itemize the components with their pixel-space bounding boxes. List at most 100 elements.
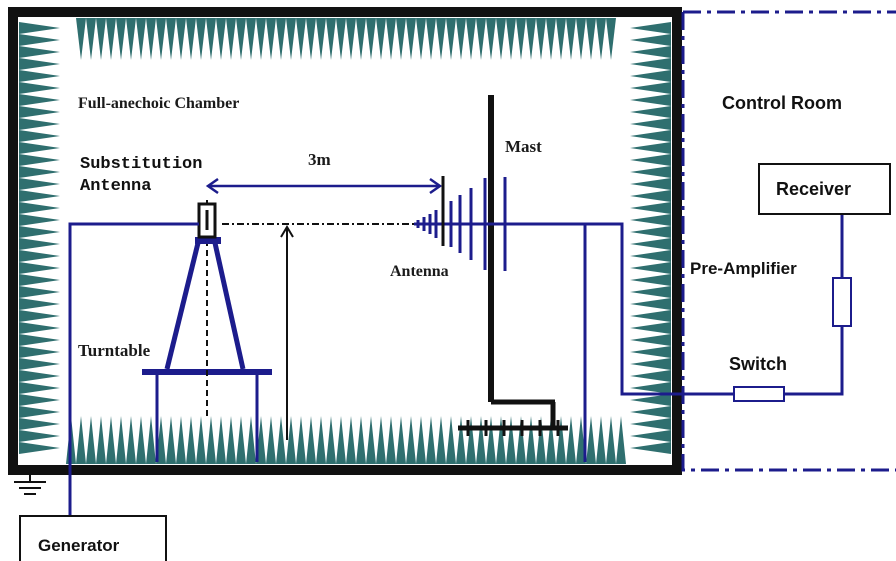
absorber-wedge: [19, 322, 60, 334]
absorber-wedge: [536, 18, 546, 60]
substitution-antenna-label-line2: Antenna: [80, 177, 151, 196]
chamber-label: Full-anechoic Chamber: [78, 95, 239, 112]
tripod-head: [195, 237, 221, 244]
absorber-wedge: [106, 416, 116, 464]
absorber-wedge: [206, 18, 216, 60]
absorber-wedge: [630, 142, 671, 154]
absorber-wedge: [476, 18, 486, 60]
absorber-wedge: [606, 416, 616, 464]
cable-antenna-to-switch: [507, 222, 734, 396]
absorber-wedge: [96, 416, 106, 464]
absorber-wedge: [466, 416, 476, 464]
absorber-wedge: [116, 18, 126, 60]
absorber-wedge: [576, 18, 586, 60]
absorber-wedge: [126, 18, 136, 60]
absorber-wedge: [326, 18, 336, 60]
absorber-wedge: [476, 416, 486, 464]
absorber-wedge: [630, 34, 671, 46]
absorber-wedge: [630, 358, 671, 370]
absorbers-bottom: [66, 416, 626, 464]
cables: [68, 214, 844, 516]
absorber-wedge: [19, 226, 60, 238]
absorber-wedge: [116, 416, 126, 464]
absorber-wedge: [136, 416, 146, 464]
absorber-wedge: [630, 382, 671, 394]
absorber-wedge: [566, 416, 576, 464]
generator-label: Generator: [38, 536, 120, 555]
absorber-wedge: [630, 94, 671, 106]
absorber-wedge: [630, 250, 671, 262]
absorber-wedge: [630, 154, 671, 166]
absorber-wedge: [630, 22, 671, 34]
absorber-wedge: [19, 394, 60, 406]
absorber-wedge: [136, 18, 146, 60]
absorber-wedge: [556, 18, 566, 60]
absorber-wedge: [630, 298, 671, 310]
absorber-wedge: [19, 262, 60, 274]
control-room-border: [681, 10, 896, 472]
absorber-wedge: [19, 418, 60, 430]
absorber-wedge: [19, 442, 60, 454]
absorber-wedge: [19, 406, 60, 418]
cable-generator: [68, 222, 199, 516]
absorber-wedge: [19, 154, 60, 166]
absorber-wedge: [630, 238, 671, 250]
absorber-wedge: [76, 416, 86, 464]
absorber-wedge: [356, 18, 366, 60]
control-room-label: Control Room: [722, 93, 842, 113]
absorber-wedge: [306, 18, 316, 60]
absorber-wedge: [19, 274, 60, 286]
receive-antenna-elements: [416, 176, 507, 271]
absorber-wedge: [246, 416, 256, 464]
pre-amplifier-label: Pre-Amplifier: [690, 259, 797, 278]
absorber-wedge: [630, 70, 671, 82]
absorbers-right: [630, 22, 671, 454]
absorber-wedge: [226, 416, 236, 464]
absorber-wedge: [316, 416, 326, 464]
absorber-wedge: [630, 82, 671, 94]
absorber-wedge: [630, 178, 671, 190]
absorber-wedge: [276, 18, 286, 60]
absorber-wedge: [436, 416, 446, 464]
ground-icon: [14, 470, 46, 495]
absorber-wedge: [630, 334, 671, 346]
absorber-wedge: [630, 262, 671, 274]
absorber-wedge: [236, 18, 246, 60]
absorber-wedge: [216, 416, 226, 464]
absorber-wedge: [436, 18, 446, 60]
absorber-wedge: [466, 18, 476, 60]
absorber-wedge: [630, 322, 671, 334]
absorber-wedge: [19, 430, 60, 442]
absorber-wedge: [630, 406, 671, 418]
absorber-wedge: [206, 416, 216, 464]
height-arrow: [280, 225, 294, 440]
absorber-wedge: [336, 18, 346, 60]
pre-amplifier-box: [832, 277, 852, 327]
absorber-wedge: [166, 18, 176, 60]
absorber-wedge: [19, 382, 60, 394]
absorber-wedge: [86, 18, 96, 60]
absorber-wedge: [186, 416, 196, 464]
receiver-box: [758, 163, 891, 215]
absorber-wedge: [416, 18, 426, 60]
absorber-wedge: [616, 416, 626, 464]
absorber-wedge: [226, 18, 236, 60]
absorber-wedge: [286, 18, 296, 60]
absorber-wedge: [386, 416, 396, 464]
absorber-wedge: [246, 18, 256, 60]
absorber-wedge: [176, 416, 186, 464]
absorber-wedge: [256, 18, 266, 60]
absorber-wedge: [19, 358, 60, 370]
absorber-wedge: [156, 18, 166, 60]
absorber-wedge: [19, 346, 60, 358]
absorber-wedge: [146, 18, 156, 60]
absorber-wedge: [486, 18, 496, 60]
absorber-wedge: [19, 94, 60, 106]
distance-label: 3m: [308, 150, 331, 169]
absorber-wedge: [19, 46, 60, 58]
absorber-wedge: [630, 286, 671, 298]
absorber-wedge: [316, 18, 326, 60]
absorber-wedge: [630, 46, 671, 58]
absorber-wedge: [506, 18, 516, 60]
